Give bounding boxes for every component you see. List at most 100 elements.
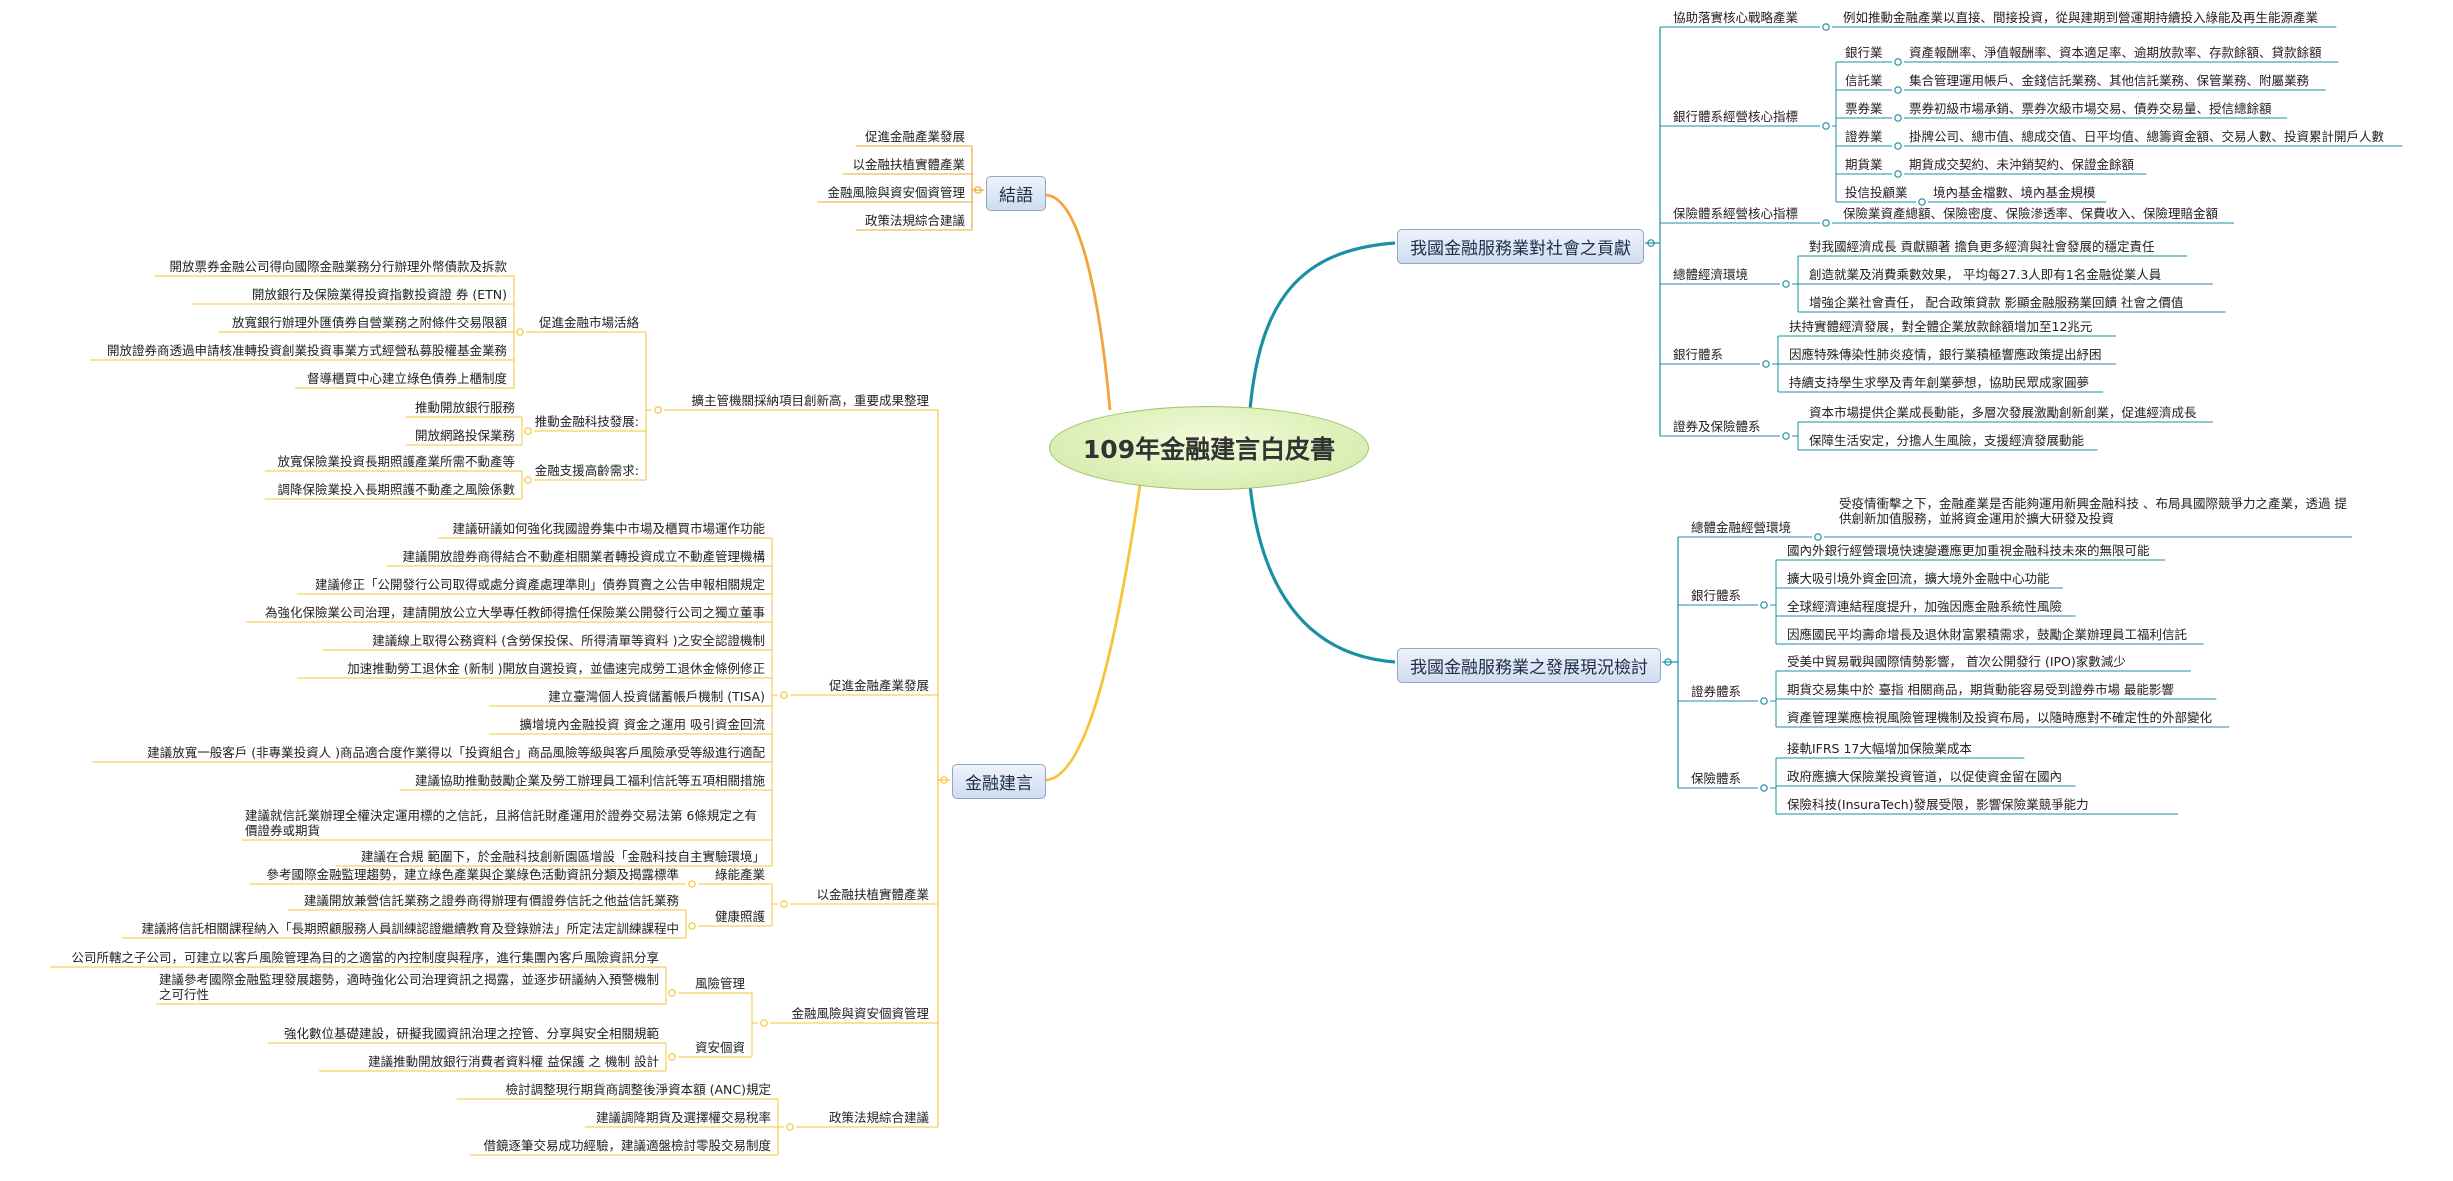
advice-text[interactable]: 借鏡逐筆交易成功經驗，建議適盤檢討零股交易制度 [483,1138,771,1153]
advice-text[interactable]: 擴增境內金融投資 資金之運用 吸引資金回流 [519,717,765,732]
statement-text[interactable]: 增強企業社會責任， 配合政策貸款 影顯金融服務業回饋 社會之價值 [1809,295,2184,310]
outcome-text[interactable]: 放寬保險業投資長期照護產業所需不動產等 [277,454,515,469]
category-label[interactable]: 風險管理 [694,976,745,991]
statement-text[interactable]: 保險業資產總額、保險密度、保險滲透率、保費收入、保險理賠金額 [1843,206,2219,221]
collapse-toggle-icon[interactable] [780,691,788,699]
category-label[interactable]: 健康照護 [714,909,765,924]
collapse-toggle-icon[interactable] [1894,86,1902,94]
statement-text[interactable]: 例如推動金融產業以直接、間接投資，從與建期到營運期持續投入綠能及再生能源產業 [1843,10,2319,25]
advice-text[interactable]: 建議將信託相關課程納入「長期照顧服務人員訓練認證繼續教育及登錄辦法」所定法定訓練… [141,921,679,936]
node-contribution[interactable]: 我國金融服務業對社會之貢獻 [1397,229,1644,264]
collapse-toggle-icon[interactable] [524,427,532,435]
category-label[interactable]: 促進金融市場活絡 [538,315,639,330]
advice-text[interactable]: 加速推動勞工退休金 (新制 )開放自選投資，並儘速完成勞工退休金條例修正 [347,661,765,676]
collapse-toggle-icon[interactable] [688,880,696,888]
category-label[interactable]: 資安個資 [694,1040,745,1055]
category-label[interactable]: 證券業 [1845,129,1883,144]
statement-text[interactable]: 資產管理業應檢視風險管理機制及投資布局，以隨時應對不確定性的外部變化 [1787,710,2213,725]
statement-text[interactable]: 對我國經濟成長 貢獻顯著 擔負更多經濟與社會發展的穩定責任 [1809,239,2155,254]
statement-text[interactable]: 因應國民平均壽命增長及退休財富累積需求，鼓勵企業辦理員工福利信託 [1787,627,2188,642]
statement-text[interactable]: 政府應擴大保險業投資管道，以促使資金留在國內 [1787,769,2063,784]
collapse-toggle-icon[interactable] [1814,533,1822,541]
collapse-toggle-icon[interactable] [760,1019,768,1027]
group-label[interactable]: 協助落實核心戰略產業 [1673,10,1799,25]
collapse-toggle-icon[interactable] [780,900,788,908]
root-node[interactable]: 109年金融建言白皮書 [1049,406,1369,490]
collapse-toggle-icon[interactable] [1760,601,1768,609]
advice-text[interactable]: 建議研議如何強化我國證券集中市場及櫃買市場運作功能 [452,521,765,536]
advice-text[interactable]: 強化數位基礎建設，研擬我國資訊治理之控管、分享與安全相關規範 [283,1026,659,1041]
statement-text[interactable]: 接軌IFRS 17大幅增加保險業成本 [1787,741,1972,756]
outcome-text[interactable]: 放寬銀行辦理外匯債券自營業務之附條件交易限額 [231,315,507,330]
statement-text[interactable]: 因應特殊傳染性肺炎疫情，銀行業積極響應政策提出紓困 [1789,347,2102,362]
summary-item[interactable]: 促進金融產業發展 [864,129,965,144]
summary-item[interactable]: 政策法規綜合建議 [864,213,965,228]
category-label[interactable]: 票券業 [1845,101,1883,116]
group-label[interactable]: 總體金融經營環境 [1691,520,1792,535]
group-label[interactable]: 金融風險與資安個資管理 [791,1006,929,1021]
category-label[interactable]: 金融支援高齡需求: [534,463,639,478]
advice-text[interactable]: 建立臺灣個人投資儲蓄帳戶機制 (TISA) [548,689,765,704]
collapse-toggle-icon[interactable] [1782,432,1790,440]
outcome-text[interactable]: 開放票券金融公司得向國際金融業務分行辦理外幣債款及拆款 [169,259,507,274]
statement-text[interactable]: 資本市場提供企業成長動能，多層次發展激勵創新創業，促進經濟成長 [1809,405,2197,420]
collapse-toggle-icon[interactable] [1782,280,1790,288]
collapse-toggle-icon[interactable] [524,476,532,484]
outcome-text[interactable]: 開放銀行及保險業得投資指數投資證 券 (ETN) [251,287,507,302]
node-advice[interactable]: 金融建言 [952,764,1046,799]
indicator-text[interactable]: 票券初級市場承銷、票券次級市場交易、債券交易量、授信總餘額 [1909,101,2272,116]
advice-text[interactable]: 建議開放兼營信託業務之證券商得辦理有價證券信託之他益信託業務 [303,893,679,908]
collapse-toggle-icon[interactable] [516,328,524,336]
advice-text[interactable]: 建議調降期貨及選擇權交易稅率 [595,1110,771,1125]
group-label[interactable]: 促進金融產業發展 [828,678,929,693]
category-label[interactable]: 信託業 [1845,73,1883,88]
advice-text[interactable]: 建議開放證券商得結合不動產相關業者轉投資成立不動產管理機構 [402,549,765,564]
collapse-toggle-icon[interactable] [1760,697,1768,705]
advice-text[interactable]: 建議就信託業辦理全權決定運用標的之信託，且將信託財產運用於證券交易法第 6條規定… [245,808,757,838]
group-label[interactable]: 保險體系經營核心指標 [1673,206,1799,221]
collapse-toggle-icon[interactable] [1762,360,1770,368]
group-label[interactable]: 銀行體系 [1673,347,1724,362]
advice-text[interactable]: 建議在合規 範圍下，於金融科技創新園區增設「金融科技自主實驗環境」 [361,849,765,864]
statement-text[interactable]: 全球經濟連結程度提升，加強因應金融系統性風險 [1787,599,2063,614]
advice-text[interactable]: 檢討調整現行期貨商調整後淨資本額 (ANC)規定 [505,1082,771,1097]
outcome-text[interactable]: 開放網路投保業務 [414,428,515,443]
indicator-text[interactable]: 期貨成交契約、未沖銷契約、保證金餘額 [1909,157,2135,172]
indicator-text[interactable]: 集合管理運用帳戶、金錢信託業務、其他信託業務、保管業務、附屬業務 [1909,73,2310,88]
advice-text[interactable]: 建議線上取得公務資料 (含勞保投保、所得清單等資料 )之安全認證機制 [372,633,765,648]
group-label[interactable]: 證券及保險體系 [1673,419,1761,434]
statement-text[interactable]: 持續支持學生求學及青年創業夢想，協助民眾成家圓夢 [1789,375,2090,390]
statement-text[interactable]: 保險科技(InsuraTech)發展受限，影響保險業競爭能力 [1787,797,2089,812]
outcome-text[interactable]: 推動開放銀行服務 [414,400,515,415]
outcome-text[interactable]: 開放證券商透過申請核准轉投資創業投資事業方式經營私募股權基金業務 [106,343,507,358]
advice-text[interactable]: 公司所轄之子公司，可建立以客戶風險管理為目的之適當的內控制度與程序，進行集團內客… [71,950,659,965]
summary-item[interactable]: 金融風險與資安個資管理 [827,185,965,200]
collapse-toggle-icon[interactable] [1894,114,1902,122]
group-label[interactable]: 證券體系 [1691,684,1742,699]
statement-text[interactable]: 受疫情衝擊之下，金融產業是否能夠運用新興金融科技 、布局具國際競爭力之產業，透過… [1839,496,2347,526]
collapse-toggle-icon[interactable] [1894,58,1902,66]
advice-text[interactable]: 建議協助推動鼓勵企業及勞工辦理員工福利信託等五項相關措施 [414,773,765,788]
advice-text[interactable]: 參考國際金融監理趨勢，建立綠色產業與企業綠色活動資訊分類及揭露標準 [266,867,679,882]
collapse-toggle-icon[interactable] [1822,219,1830,227]
node-conclusion[interactable]: 結語 [986,176,1046,211]
statement-text[interactable]: 擴大吸引境外資金回流，擴大境外金融中心功能 [1787,571,2050,586]
outcome-text[interactable]: 督導櫃買中心建立綠色債券上櫃制度 [306,371,507,386]
category-label[interactable]: 銀行業 [1845,45,1883,60]
outcome-text[interactable]: 調降保險業投入長期照護不動產之風險係數 [277,482,515,497]
category-label[interactable]: 綠能產業 [714,867,765,882]
group-label[interactable]: 政策法規綜合建議 [828,1110,929,1125]
statement-text[interactable]: 受美中貿易戰與國際情勢影響， 首次公開發行 (IPO)家數減少 [1787,654,2126,669]
collapse-toggle-icon[interactable] [1822,23,1830,31]
statement-text[interactable]: 創造就業及消費乘數效果， 平均每27.3人即有1名金融從業人員 [1809,267,2162,282]
collapse-toggle-icon[interactable] [688,922,696,930]
node-review[interactable]: 我國金融服務業之發展現況檢討 [1397,648,1661,683]
collapse-toggle-icon[interactable] [786,1123,794,1131]
group-label[interactable]: 總體經濟環境 [1673,267,1749,282]
advice-text[interactable]: 為強化保險業公司治理，建請開放公立大學專任教師得擔任保險業公開發行公司之獨立董事 [264,605,765,620]
statement-text[interactable]: 扶持實體經濟發展，對全體企業放款餘額增加至12兆元 [1789,319,2093,334]
collapse-toggle-icon[interactable] [1894,142,1902,150]
statement-text[interactable]: 保障生活安定，分擔人生風險，支援經濟發展動能 [1809,433,2085,448]
indicator-text[interactable]: 資產報酬率、淨值報酬率、資本適足率、逾期放款率、存款餘額、貸款餘額 [1909,45,2322,60]
collapse-toggle-icon[interactable] [654,406,662,414]
